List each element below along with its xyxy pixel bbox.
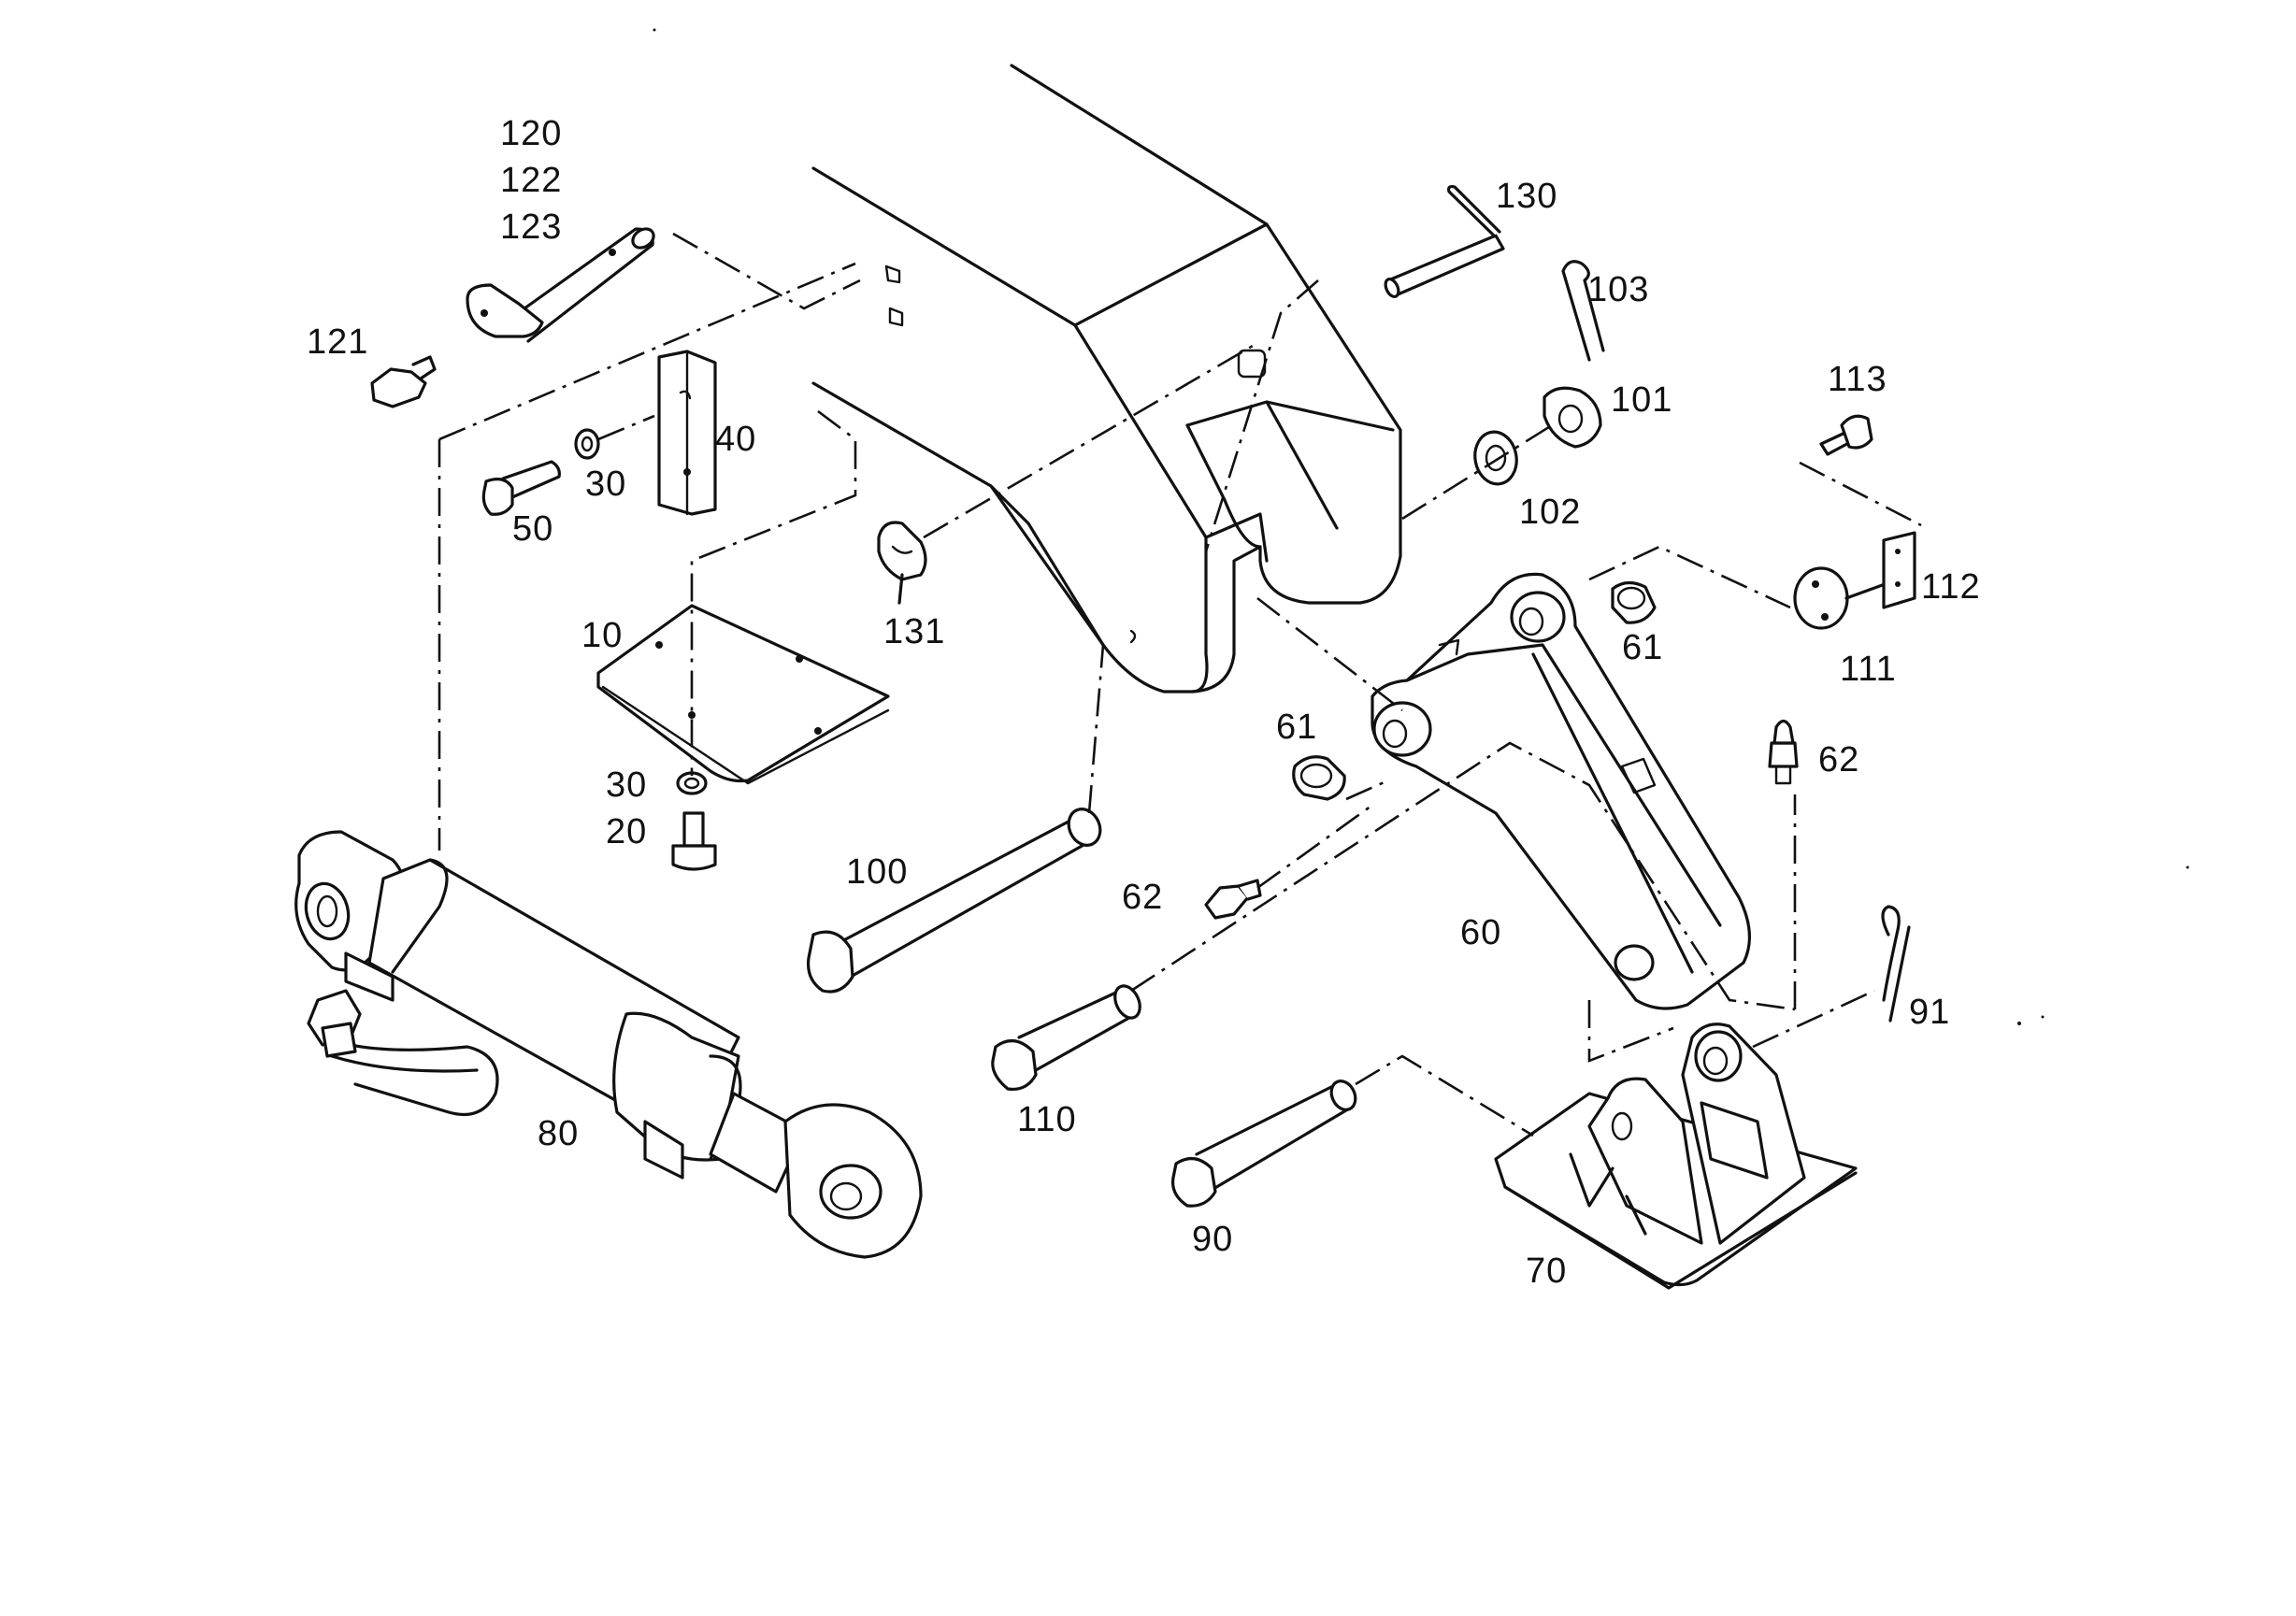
- callout-103: 103: [1587, 270, 1649, 309]
- callout-101: 101: [1611, 380, 1672, 420]
- callout-60: 60: [1460, 913, 1501, 952]
- grease-nipple-121: [370, 355, 437, 408]
- callout-62-right: 62: [1818, 740, 1859, 779]
- cotter-pin-103: [1561, 260, 1605, 362]
- callout-113: 113: [1828, 360, 1887, 399]
- latch-small: [884, 265, 904, 327]
- callout-122: 122: [500, 161, 562, 200]
- callout-123: 123: [500, 207, 562, 247]
- callout-130: 130: [1496, 177, 1557, 216]
- leader-lines: [438, 232, 1922, 1137]
- callout-10: 10: [581, 616, 623, 655]
- plate-112: [1882, 531, 1916, 609]
- callout-80: 80: [538, 1114, 579, 1153]
- cylinder-80: [294, 830, 923, 1259]
- boom-arm: [811, 64, 1402, 694]
- callout-111: 111: [1840, 650, 1897, 689]
- plate-40: [657, 350, 717, 516]
- grease-nipple-62-left: [1204, 879, 1262, 920]
- callout-61-lower: 61: [1276, 708, 1317, 747]
- callout-91: 91: [1909, 993, 1950, 1032]
- washer-30-lower: [676, 771, 708, 795]
- callout-90: 90: [1192, 1220, 1233, 1259]
- callout-100: 100: [846, 852, 908, 892]
- plate-10: [596, 604, 890, 785]
- callout-121: 121: [307, 322, 368, 362]
- callout-70: 70: [1526, 1251, 1567, 1291]
- callout-110: 110: [1017, 1100, 1077, 1139]
- bushing-61-lower: [1292, 755, 1346, 801]
- callout-62-left: 62: [1122, 878, 1163, 917]
- callout-labels: 120 122 123 121 40 30 50 10 30 20 131 13…: [307, 114, 1981, 1291]
- bolt-20: [671, 811, 717, 871]
- callout-50: 50: [512, 509, 553, 549]
- nut-101: [1543, 386, 1602, 449]
- bracket-70: [1494, 1023, 1858, 1290]
- pin-110: [991, 984, 1141, 1092]
- callout-30-lower: 30: [606, 765, 647, 805]
- callout-102: 102: [1519, 493, 1581, 532]
- callout-30-upper: 30: [585, 465, 626, 504]
- r-clip-91: [1881, 905, 1911, 1023]
- clip-131: [877, 521, 927, 605]
- pin-130: [1384, 184, 1505, 299]
- scan-specks: [653, 28, 2189, 1025]
- washer-30-upper: [574, 428, 600, 460]
- washer-102: [1473, 430, 1518, 486]
- bolt-113: [1819, 414, 1873, 456]
- callout-131: 131: [883, 612, 945, 651]
- bolt-50: [481, 460, 561, 516]
- grease-nipple-62-right: [1768, 719, 1799, 785]
- callout-120: 120: [500, 114, 562, 153]
- link-arm-60: [1370, 572, 1752, 1010]
- pin-100: [806, 808, 1102, 994]
- callout-20: 20: [606, 812, 647, 851]
- callout-112: 112: [1921, 567, 1981, 607]
- bushing-61-upper: [1611, 580, 1657, 624]
- pin-90: [1170, 1080, 1357, 1208]
- pin-120: [466, 227, 655, 343]
- callout-40: 40: [715, 420, 756, 459]
- callout-61-upper: 61: [1622, 628, 1663, 667]
